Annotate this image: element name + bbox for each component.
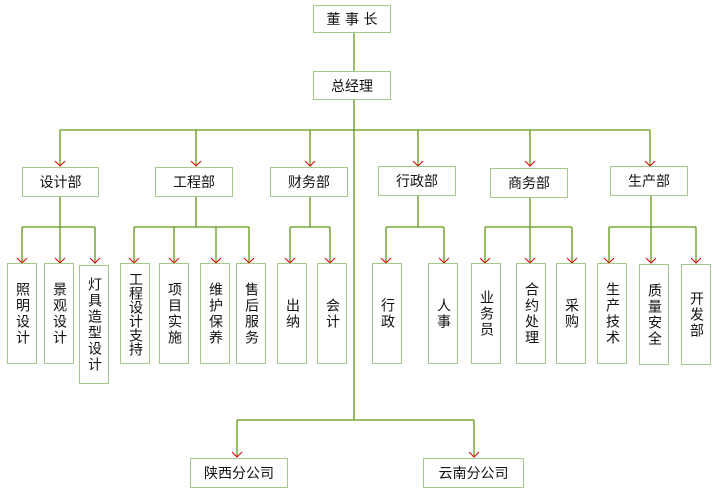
arrowhead-icon bbox=[304, 160, 316, 167]
unit-label: 行政 bbox=[379, 297, 395, 330]
unit-label: 业务员 bbox=[478, 289, 494, 338]
unit-label: 人事 bbox=[435, 297, 451, 330]
unit-box[interactable]: 质量安全 bbox=[639, 264, 669, 365]
unit-label: 工程设计支持 bbox=[127, 271, 143, 356]
arrowhead-icon bbox=[89, 257, 101, 264]
dept-label: 设计部 bbox=[39, 175, 82, 191]
unit-label: 质量安全 bbox=[646, 282, 662, 347]
branch-label: 云南分公司 bbox=[438, 466, 509, 482]
unit-box[interactable]: 业务员 bbox=[471, 263, 501, 364]
unit-label: 照明设计 bbox=[14, 281, 30, 346]
unit-label: 灯具造型设计 bbox=[86, 276, 102, 373]
unit-box[interactable]: 灯具造型设计 bbox=[79, 265, 109, 384]
unit-box[interactable]: 照明设计 bbox=[7, 263, 37, 364]
unit-box[interactable]: 售后服务 bbox=[236, 263, 266, 364]
dept-admin[interactable]: 行政部 bbox=[378, 166, 456, 196]
dept-label: 商务部 bbox=[508, 176, 550, 192]
dept-label: 财务部 bbox=[288, 175, 330, 191]
unit-label: 生产技术 bbox=[604, 281, 620, 346]
unit-box[interactable]: 采购 bbox=[556, 263, 586, 364]
dept-design[interactable]: 设计部 bbox=[22, 167, 99, 197]
unit-box[interactable]: 人事 bbox=[428, 263, 458, 364]
arrowhead-icon bbox=[54, 160, 66, 167]
dept-label: 生产部 bbox=[628, 174, 670, 190]
unit-box[interactable]: 工程设计支持 bbox=[120, 263, 150, 364]
unit-box[interactable]: 项目实施 bbox=[159, 263, 189, 364]
unit-label: 出纳 bbox=[284, 297, 300, 330]
unit-label: 售后服务 bbox=[243, 281, 259, 346]
arrowhead-icon bbox=[468, 451, 480, 458]
unit-label: 开发部 bbox=[688, 290, 704, 339]
dept-production[interactable]: 生产部 bbox=[610, 166, 688, 196]
unit-label: 会计 bbox=[324, 297, 340, 330]
unit-box[interactable]: 会计 bbox=[317, 263, 347, 364]
unit-label: 合约处理 bbox=[523, 281, 539, 346]
arrowhead-icon bbox=[690, 257, 702, 264]
branch-shaanxi[interactable]: 陕西分公司 bbox=[190, 458, 288, 488]
arrowhead-icon bbox=[231, 451, 243, 458]
unit-label: 景观设计 bbox=[51, 281, 67, 346]
dept-commerce[interactable]: 商务部 bbox=[490, 168, 568, 198]
unit-label: 采购 bbox=[563, 297, 579, 330]
chairman-label: 董 事 长 bbox=[326, 12, 378, 28]
unit-box[interactable]: 景观设计 bbox=[44, 263, 74, 364]
unit-label: 维护保养 bbox=[207, 281, 223, 346]
arrowhead-icon bbox=[524, 160, 536, 167]
unit-box[interactable]: 行政 bbox=[372, 263, 402, 364]
general-manager-box[interactable]: 总经理 bbox=[313, 71, 391, 100]
branch-yunnan[interactable]: 云南分公司 bbox=[423, 458, 524, 488]
unit-box[interactable]: 合约处理 bbox=[516, 263, 546, 364]
branch-label: 陕西分公司 bbox=[204, 466, 274, 482]
unit-box[interactable]: 维护保养 bbox=[200, 263, 230, 364]
dept-label: 行政部 bbox=[396, 174, 438, 190]
dept-finance[interactable]: 财务部 bbox=[270, 167, 348, 197]
arrowhead-icon bbox=[645, 257, 657, 264]
gm-label: 总经理 bbox=[331, 78, 373, 95]
dept-label: 工程部 bbox=[173, 175, 215, 191]
unit-box[interactable]: 出纳 bbox=[277, 263, 307, 364]
unit-label: 项目实施 bbox=[166, 281, 182, 346]
unit-box[interactable]: 开发部 bbox=[681, 264, 711, 365]
dept-engineering[interactable]: 工程部 bbox=[155, 167, 233, 197]
arrowhead-icon bbox=[190, 160, 202, 167]
unit-box[interactable]: 生产技术 bbox=[597, 263, 627, 364]
chairman-box[interactable]: 董 事 长 bbox=[313, 5, 391, 33]
